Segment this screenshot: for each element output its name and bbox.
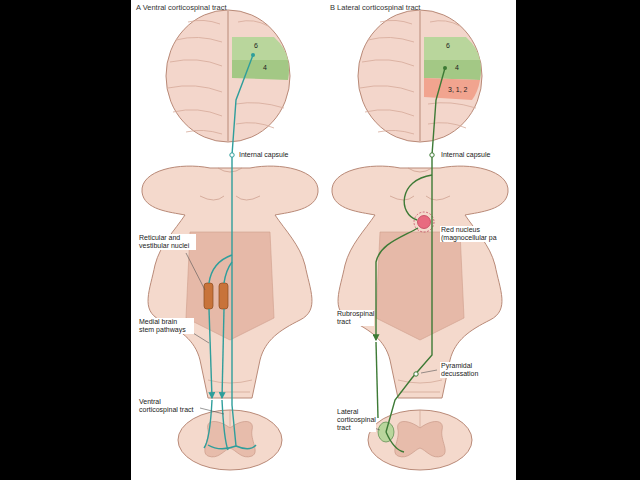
area-number: 4 bbox=[455, 64, 459, 72]
brain-top-view bbox=[358, 10, 482, 142]
panel-heading: A Ventral corticospinal tract bbox=[136, 3, 226, 12]
lateral-tract-lines bbox=[376, 68, 445, 452]
brain-top-view bbox=[166, 10, 290, 142]
ventral-tract-lines bbox=[204, 55, 256, 450]
spinal-cord-section bbox=[178, 410, 282, 470]
structure-label: Internal capsule bbox=[238, 151, 289, 159]
area-number: 3, 1, 2 bbox=[448, 86, 467, 94]
black-border bbox=[0, 0, 131, 480]
vestibular-nucleus bbox=[219, 283, 228, 309]
capsule-marker bbox=[230, 153, 234, 157]
leader-lines bbox=[374, 370, 437, 430]
tract-origin bbox=[251, 53, 255, 57]
structure-label: Red nucleus (magnocellular pa bbox=[440, 226, 514, 242]
brain-stem bbox=[142, 166, 318, 398]
tract-origin bbox=[443, 66, 447, 70]
area-number: 4 bbox=[263, 64, 267, 72]
structure-label: Internal capsule bbox=[440, 151, 491, 159]
spinal-cord-section bbox=[368, 410, 472, 470]
reticular-nucleus bbox=[204, 283, 213, 309]
brain-stem bbox=[332, 166, 508, 398]
area-number: 6 bbox=[446, 42, 450, 50]
capsule-marker bbox=[430, 153, 434, 157]
decussation-marker bbox=[414, 372, 418, 376]
structure-label: Reticular and vestibular nuclei bbox=[138, 234, 196, 250]
structure-label: Lateral corticospinal tract bbox=[336, 408, 376, 432]
structure-label: Pyramidal decussation bbox=[440, 362, 496, 378]
structure-label: Medial brain stem pathways bbox=[138, 318, 194, 334]
area-number: 6 bbox=[254, 42, 258, 50]
red-nucleus bbox=[418, 216, 431, 229]
black-border bbox=[516, 0, 640, 480]
sensory-cortex-area bbox=[424, 78, 480, 100]
panel-heading: B Lateral corticospinal tract bbox=[330, 3, 420, 12]
structure-label: Rubrospinal tract bbox=[336, 310, 374, 326]
structure-label: Ventral corticospinal tract bbox=[138, 398, 200, 414]
